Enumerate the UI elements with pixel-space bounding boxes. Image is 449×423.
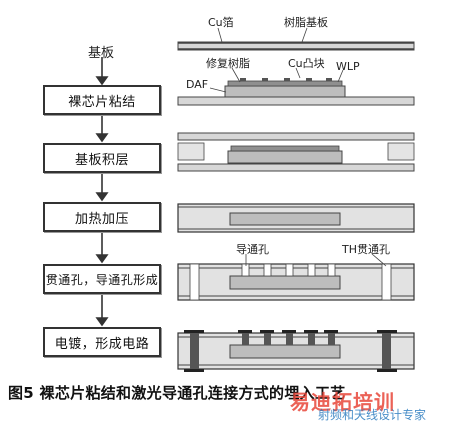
figure-caption: 图5 裸芯片粘结和激光导通孔连接方式的埋入工艺 bbox=[8, 384, 346, 402]
label-resin-substrate: 树脂基板 bbox=[284, 16, 328, 29]
stage1-leaders bbox=[217, 27, 308, 43]
stage5-leaders bbox=[245, 253, 387, 267]
label-via: 导通孔 bbox=[236, 243, 269, 256]
stage6-plating bbox=[177, 330, 415, 372]
label-repair-resin: 修复树脂 bbox=[206, 57, 250, 70]
step-via-forming: 贯通孔，导通孔形成 bbox=[43, 264, 161, 294]
label-wlp: WLP bbox=[336, 60, 360, 73]
stage2-die-bond bbox=[177, 78, 415, 106]
step-plating: 电镀，形成电路 bbox=[43, 327, 161, 357]
stage2-leaders bbox=[209, 67, 344, 93]
watermark-subtitle: 射频和天线设计专家 bbox=[318, 408, 427, 422]
label-th-via: TH贯通孔 bbox=[342, 243, 390, 256]
flow-arrows bbox=[95, 57, 109, 327]
step-substrate-label: 基板 bbox=[88, 46, 115, 61]
stage1-substrate bbox=[177, 41, 415, 51]
watermark-brand: 易迪拓培训 bbox=[290, 390, 395, 414]
stage3-buildup bbox=[177, 132, 415, 172]
stage5-vias bbox=[177, 263, 415, 301]
step-buildup: 基板积层 bbox=[43, 143, 161, 173]
step-heat-press: 加热加压 bbox=[43, 202, 161, 232]
stage4-press bbox=[177, 203, 415, 233]
label-cu-foil: Cu箔 bbox=[208, 16, 234, 29]
label-daf: DAF bbox=[186, 78, 209, 91]
label-cu-bump: Cu凸块 bbox=[288, 57, 325, 70]
step-die-bond: 裸芯片粘结 bbox=[43, 85, 161, 115]
